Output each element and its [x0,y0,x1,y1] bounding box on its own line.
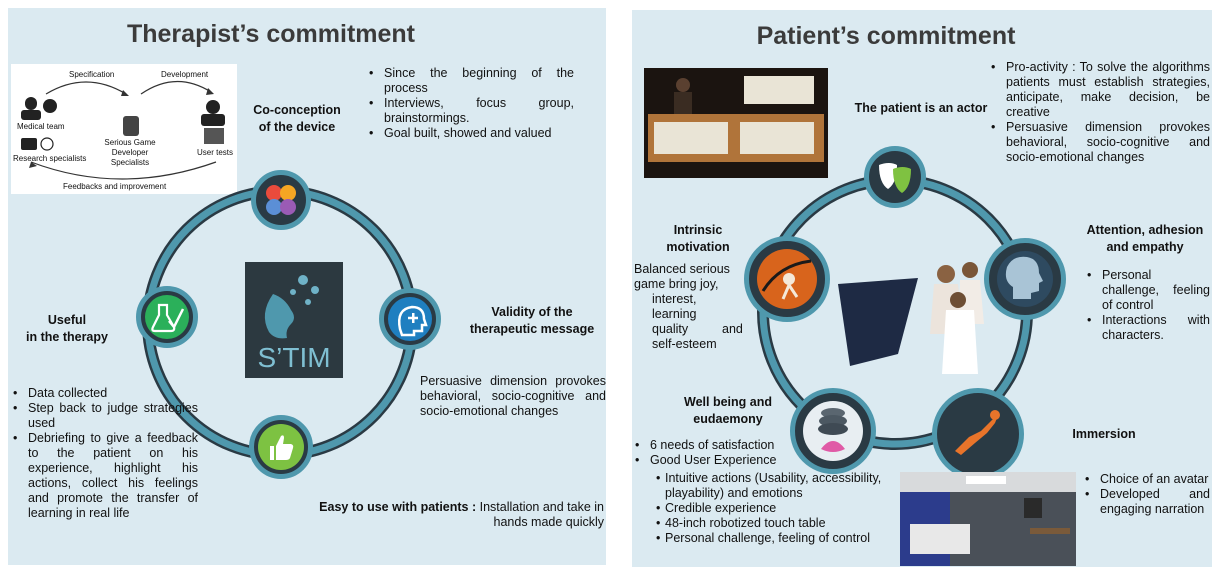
easy-to-use-block: Easy to use with patients : Installation… [270,500,604,530]
attention-bullets: Personal challenge, feeling of control I… [1084,268,1210,343]
wellbeing-sub-bullets: Intuitive actions (Usability, accessibil… [656,471,896,546]
intrinsic-motivation-label-line1: Intrinsic [673,223,723,237]
list-item: Goal built, showed and valued [366,126,574,141]
head-profile-icon [984,238,1066,320]
attention-label-line1: Attention, adhesion [1086,223,1204,237]
intrinsic-motivation-text: Balanced serious game bring joy, interes… [634,262,744,352]
list-item: Good User Experience [632,453,892,468]
theatre-masks-icon [864,146,926,208]
patient-title: Patient’s commitment [756,22,1016,50]
useful-label-line1: Useful [47,313,87,327]
useful-label-line2: in the therapy [26,330,108,344]
developer-label: Serious Game Developer Specialists [95,138,165,168]
motivation-word: quality [652,322,689,336]
motivation-line: learning [652,307,697,321]
game-screenshot [644,68,828,178]
motivation-line-quality: quality and [634,322,744,337]
wellbeing-label-line2: eudaemony [693,412,763,426]
list-item: Interactions with characters. [1084,313,1210,343]
wellbeing-label-line1: Well being and [684,395,772,409]
validity-text: Persuasive dimension provokes behavioral… [420,374,606,418]
therapist-panel: Therapist’s commitment Specification Dev… [8,8,606,565]
motivation-line: interest, [652,292,697,306]
developer-label-line1: Serious Game [104,138,156,147]
co-conception-diagram: Specification Development Medical team R… [11,64,237,194]
useful-label: Useful in the therapy [12,312,122,346]
therapist-title: Therapist’s commitment [126,20,416,48]
immersion-bullets: Choice of an avatar Developed and engagi… [1082,472,1210,517]
validity-label: Validity of the therapeutic message [458,304,606,338]
stim-logo-art [264,275,319,339]
wellbeing-bullets: 6 needs of satisfaction Good User Experi… [632,438,892,468]
attention-label-line2: and empathy [1106,240,1184,254]
motivation-word: and [722,322,743,336]
list-item: Credible experience [656,501,896,516]
easy-to-use-icon [249,415,313,479]
feedback-label: Feedbacks and improvement [63,182,167,191]
list-item: 6 needs of satisfaction [632,438,892,453]
easy-to-use-text-line2: hands made quickly [493,515,604,529]
stim-logo: S’TIM [245,262,343,378]
user-tests-label: User tests [197,148,234,157]
easy-to-use-label: Easy to use with patients [319,500,469,514]
co-conception-label-line1: Co-conception [253,103,341,117]
list-item: Since the beginning of the process [366,66,574,96]
actor-bullets: Pro-activity : To solve the algorithms p… [988,60,1210,165]
diver-icon [932,388,1024,480]
list-item: Developed and engaging narration [1082,487,1210,517]
intrinsic-motivation-label: Intrinsic motivation [650,222,746,256]
patients-photo [838,254,988,380]
room-photo-art [900,472,1076,566]
motivation-line: Balanced serious [634,262,730,276]
patients-photo-art [838,262,984,374]
diagram-arrows [21,80,225,180]
motivation-line: self-esteem [652,337,717,351]
patient-panel: Patient’s commitment [632,10,1212,567]
list-item: Choice of an avatar [1082,472,1210,487]
useful-icon [136,286,198,348]
list-item: Debriefing to give a feedback to the pat… [10,431,198,521]
wellbeing-label: Well being and eudaemony [654,394,802,428]
developer-label-line2: Developer Specialists [110,148,150,167]
specification-label: Specification [69,70,115,79]
list-item: Step back to judge strategies used [10,401,198,431]
intrinsic-motivation-label-line2: motivation [666,240,730,254]
motivation-icon [744,236,830,322]
motivation-line: game bring joy, [634,277,719,291]
attention-label: Attention, adhesion and empathy [1072,222,1212,256]
list-item: Data collected [10,386,198,401]
actor-label: The patient is an actor [854,101,988,115]
list-item: 48-inch robotized touch table [656,516,896,531]
easy-to-use-separator: : [468,500,480,514]
co-conception-label: Co-conception of the device [241,102,353,136]
list-item: Intuitive actions (Usability, accessibil… [656,471,896,501]
development-label: Development [161,70,209,79]
list-item: Personal challenge, feeling of control [1084,268,1210,313]
medical-team-label: Medical team [17,122,65,131]
room-photo [900,472,1076,566]
validity-label-line2: therapeutic message [469,322,595,336]
co-conception-icon [251,170,311,230]
co-conception-bullets: Since the beginning of the process Inter… [366,66,574,141]
easy-to-use-text-line1: Installation and take in [479,500,604,514]
immersion-label: Immersion [1072,427,1136,441]
list-item: Pro-activity : To solve the algorithms p… [988,60,1210,120]
list-item: Persuasive dimension provokes behavioral… [988,120,1210,165]
list-item: Personal challenge, feeling of control [656,531,896,546]
game-screenshot-art [648,76,824,162]
co-conception-label-line2: of the device [258,120,336,134]
useful-bullets: Data collected Step back to judge strate… [10,386,198,521]
stim-logo-text: S’TIM [257,342,331,373]
list-item: Interviews, focus group, brainstormings. [366,96,574,126]
research-specialists-label: Research specialists [13,154,87,163]
validity-icon [379,288,441,350]
easy-to-use-line1: Easy to use with patients : Installation… [270,500,604,515]
validity-label-line1: Validity of the [491,305,573,319]
